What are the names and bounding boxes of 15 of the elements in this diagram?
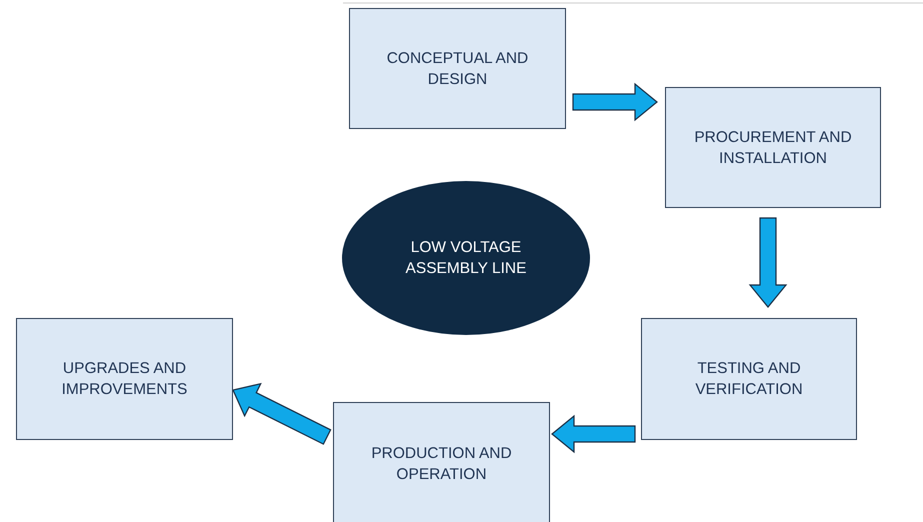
box-label: UPGRADES AND IMPROVEMENTS [60,359,188,400]
box-label: TESTING AND VERIFICATION [694,359,804,400]
stage-box [665,87,881,208]
stage-box [349,8,566,129]
box-label: CONCEPTUAL AND DESIGN [386,48,530,90]
block-arrow [748,217,788,308]
block-arrow [551,414,636,454]
block-arrow [232,382,332,445]
stage-box [333,402,550,522]
block-arrow [572,82,658,122]
stage-box [641,318,857,440]
box-label: PROCUREMENT AND INSTALLATION [693,128,853,168]
box-label: LOW VOLTAGE ASSEMBLY LINE [404,238,528,279]
box-label: PRODUCTION AND OPERATION [370,444,513,485]
stage-box [16,318,233,440]
